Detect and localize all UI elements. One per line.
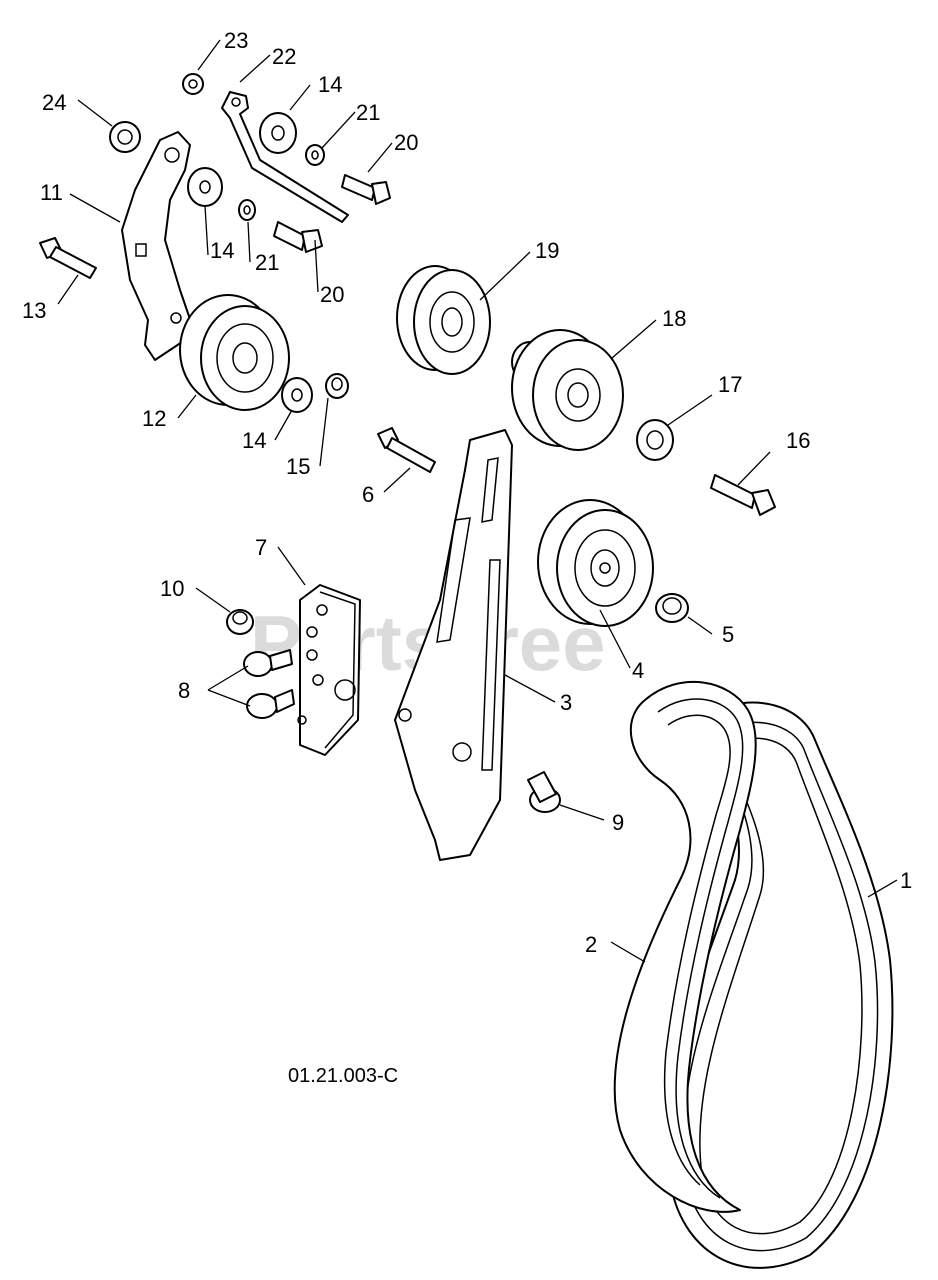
callout-1: 1 xyxy=(900,868,912,893)
callout-19: 19 xyxy=(535,238,559,263)
callout-3: 3 xyxy=(560,690,572,715)
callout-2: 2 xyxy=(585,932,597,957)
bolt-13 xyxy=(39,237,97,279)
spacer xyxy=(636,419,674,461)
bolt-20-lower xyxy=(273,221,323,253)
bolt-16 xyxy=(710,474,776,516)
idler-bracket xyxy=(394,429,513,861)
callout-9: 9 xyxy=(612,810,624,835)
flat-idler-pulley xyxy=(511,329,624,451)
callout-14-upper: 14 xyxy=(318,72,342,97)
callout-21-lower: 21 xyxy=(255,250,279,275)
callout-11: 11 xyxy=(40,180,63,205)
callout-20-lower: 20 xyxy=(320,282,344,307)
bolt-6 xyxy=(377,427,436,473)
callout-5: 5 xyxy=(722,622,734,647)
lock-washer-21-upper xyxy=(305,144,325,166)
nut-15 xyxy=(325,373,349,399)
flange-screw-lower xyxy=(246,689,295,719)
callout-20-upper: 20 xyxy=(394,130,418,155)
bolt-20-upper xyxy=(341,174,391,205)
callout-13: 13 xyxy=(22,298,46,323)
bushing xyxy=(109,121,141,153)
callout-6: 6 xyxy=(362,482,374,507)
callout-12: 12 xyxy=(142,406,166,431)
mounting-plate xyxy=(297,584,361,756)
idler-arm xyxy=(121,131,193,361)
drawing-number: 01.21.003-C xyxy=(288,1065,398,1087)
callout-8: 8 xyxy=(178,678,190,703)
callout-24: 24 xyxy=(42,90,66,115)
callout-16: 16 xyxy=(786,428,810,453)
callout-14-middle: 14 xyxy=(210,238,234,263)
callout-15: 15 xyxy=(286,454,310,479)
lock-washer-21-lower xyxy=(238,199,256,221)
belt-inner xyxy=(613,680,757,1213)
flange-screw-upper xyxy=(243,649,293,677)
callout-18: 18 xyxy=(662,306,686,331)
v-pulley xyxy=(396,265,491,375)
belt-outer xyxy=(666,701,894,1269)
callout-22: 22 xyxy=(272,44,296,69)
callout-10: 10 xyxy=(160,576,184,601)
callout-21-upper: 21 xyxy=(356,100,380,125)
idler-pulley-left xyxy=(179,294,290,411)
callout-17: 17 xyxy=(718,372,742,397)
nut-10 xyxy=(226,609,254,635)
washer-14-upper xyxy=(259,112,297,154)
flange-nut xyxy=(655,593,689,623)
star-washer xyxy=(182,73,204,95)
callout-23: 23 xyxy=(224,28,248,53)
leader-lines xyxy=(57,39,898,963)
washer-14-middle xyxy=(187,167,223,207)
washer-14-lower xyxy=(281,377,313,413)
idler-pulley-ribbed xyxy=(537,499,654,627)
callout-14-lower: 14 xyxy=(242,428,266,453)
rod xyxy=(221,91,349,223)
callout-7: 7 xyxy=(255,535,267,560)
shoulder-bolt xyxy=(527,771,561,813)
callout-4: 4 xyxy=(632,658,644,683)
